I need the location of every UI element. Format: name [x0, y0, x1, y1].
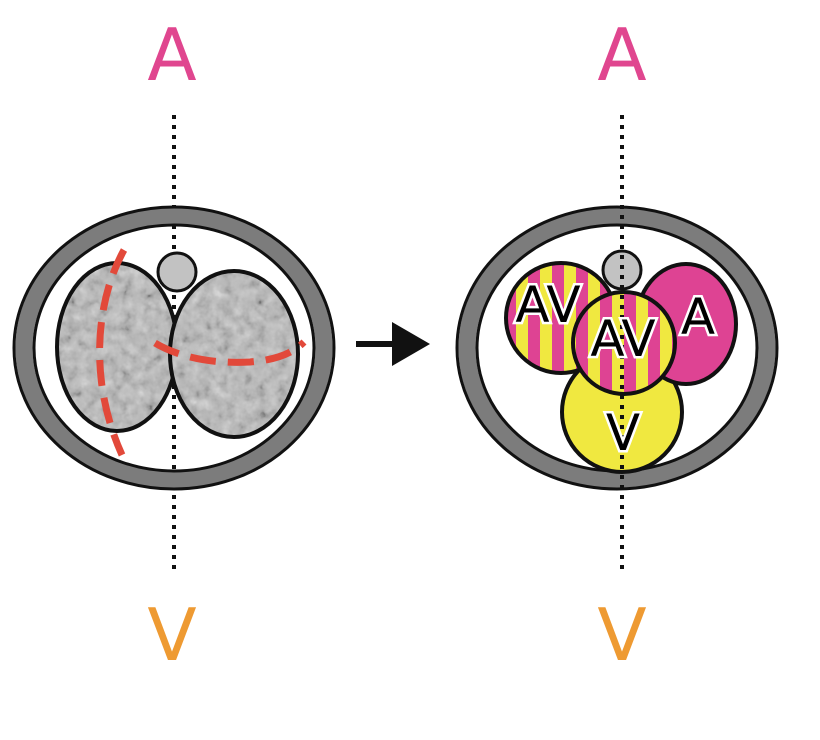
left-blastomere-2 — [168, 269, 300, 439]
right-outer-shell — [458, 207, 776, 489]
right-av-cell-left-label: AV — [515, 276, 580, 334]
right-animal-cell-label: A — [681, 288, 715, 346]
left-meridional-cleavage-line — [96, 248, 128, 457]
left-inner-shell-rim — [32, 223, 316, 473]
left-blastomere-1 — [55, 261, 179, 433]
left-equatorial-cleavage-line — [153, 339, 307, 366]
right-outer-shell-rim — [455, 205, 779, 491]
left-outer-shell — [15, 207, 333, 489]
right-av-cell-center — [571, 290, 677, 396]
right-vegetal-pole-label: V — [597, 593, 646, 677]
right-animal-pole-label: A — [597, 13, 646, 97]
right-embryo: A AV AV A V V — [455, 13, 779, 677]
arrow-right-icon — [356, 322, 430, 366]
right-av-cell-center-label: AV — [590, 310, 655, 368]
left-outer-shell-rim — [12, 205, 336, 491]
left-vegetal-pole-label: V — [147, 593, 196, 677]
left-animal-pole-label: A — [147, 13, 196, 97]
left-embryo: A V — [12, 13, 336, 677]
right-vegetal-cell-label: V — [606, 404, 640, 462]
left-polar-body — [156, 251, 198, 293]
